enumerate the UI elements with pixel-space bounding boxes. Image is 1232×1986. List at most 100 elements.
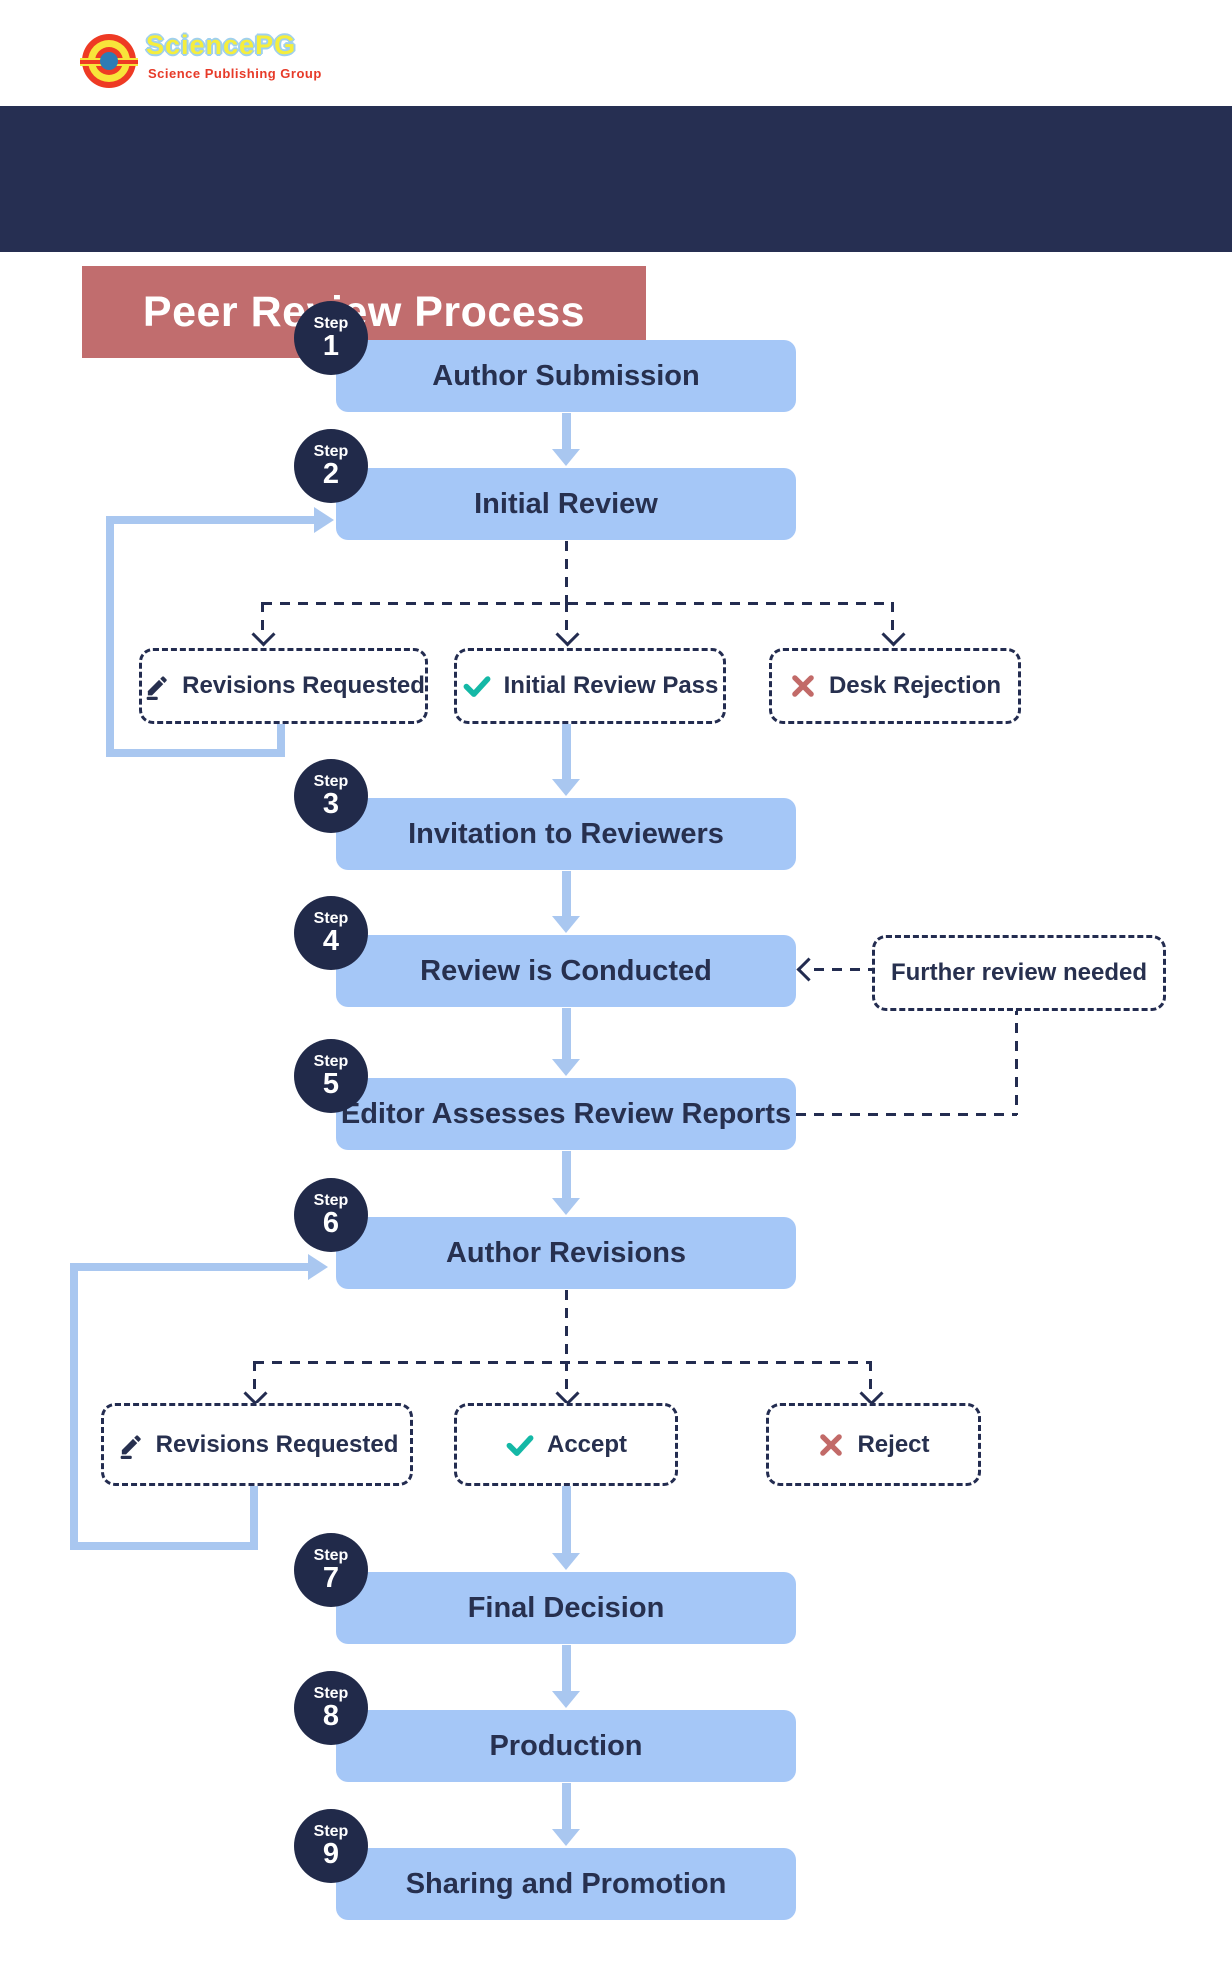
step-badge-2: Step 2: [294, 429, 368, 503]
step-title: Review is Conducted: [420, 954, 712, 987]
step-box-final-decision: Final Decision: [336, 1572, 796, 1644]
step-box-initial-review: Initial Review: [336, 468, 796, 540]
dashed-connector: [869, 1361, 872, 1391]
step-word: Step: [313, 1823, 349, 1840]
step-badge-3: Step 3: [294, 759, 368, 833]
step-number: 7: [322, 1562, 340, 1594]
step-box-sharing-and-promotion: Sharing and Promotion: [336, 1848, 796, 1920]
step-badge-4: Step 4: [294, 896, 368, 970]
arrow-step8-to-step9: [552, 1783, 580, 1846]
branch-label: Accept: [546, 1430, 628, 1458]
branch-label: Revisions Requested: [155, 1430, 399, 1458]
dashed-connector: [1015, 1005, 1018, 1115]
arrow-step7-to-step8: [552, 1645, 580, 1708]
step-title: Initial Review: [474, 487, 658, 520]
dashed-connector: [565, 1361, 568, 1391]
dashed-connector: [261, 602, 264, 632]
step-badge-6: Step 6: [294, 1178, 368, 1252]
arrowhead-down-icon: [555, 622, 580, 647]
branch-label: Revisions Requested: [182, 672, 425, 699]
loop1-segment: [106, 516, 114, 757]
dashed-connector: [565, 602, 568, 632]
step-title: Editor Assesses Review Reports: [340, 1097, 792, 1130]
arrow-step3-to-step4: [552, 871, 580, 933]
loop2-segment: [70, 1263, 78, 1550]
step-box-author-revisions: Author Revisions: [336, 1217, 796, 1289]
step-badge-9: Step 9: [294, 1809, 368, 1883]
step-word: Step: [313, 1547, 349, 1564]
dashed-connector: [796, 1113, 1017, 1116]
step-badge-5: Step 5: [294, 1039, 368, 1113]
check-icon: [462, 671, 492, 701]
branch-label: Desk Rejection: [828, 672, 1002, 699]
dashed-connector: [262, 602, 894, 605]
loop1-segment: [106, 516, 316, 524]
logo-tagline: Science Publishing Group: [148, 66, 322, 81]
branch-revisions-requested-1: Revisions Requested: [139, 648, 428, 724]
header: SciencePG Science Publishing Group: [0, 0, 1232, 106]
step-title: Production: [489, 1729, 643, 1762]
step-word: Step: [313, 910, 349, 927]
arrowhead-down-icon: [881, 622, 906, 647]
step-word: Step: [313, 1192, 349, 1209]
branch-reject: Reject: [766, 1403, 981, 1486]
note-label: Further review needed: [890, 959, 1148, 986]
step-box-review-is-conducted: Review is Conducted: [336, 935, 796, 1007]
check-icon: [505, 1430, 535, 1460]
branch-label: Reject: [857, 1430, 930, 1458]
x-icon: [817, 1431, 845, 1459]
branch-desk-rejection: Desk Rejection: [769, 648, 1021, 724]
arrow-step5-to-step6: [552, 1151, 580, 1215]
step-number: 1: [322, 330, 340, 362]
step-title: Author Submission: [432, 359, 700, 392]
loop2-segment: [70, 1542, 258, 1550]
branch-revisions-requested-2: Revisions Requested: [101, 1403, 413, 1486]
loop1-segment: [277, 719, 285, 757]
step-badge-1: Step 1: [294, 301, 368, 375]
step-number: 2: [322, 458, 340, 490]
branch-label: Initial Review Pass: [503, 672, 719, 699]
dashed-connector: [891, 602, 894, 632]
step-number: 5: [322, 1068, 340, 1100]
dashed-connector: [254, 1361, 872, 1364]
pencil-icon: [116, 1431, 144, 1459]
arrowhead-down-icon: [251, 622, 276, 647]
arrow-step1-to-step2: [552, 413, 580, 466]
step-number: 3: [322, 788, 340, 820]
loop2-segment: [250, 1481, 258, 1550]
step-word: Step: [313, 1685, 349, 1702]
arrowhead-down-icon: [555, 1381, 580, 1406]
step-box-production: Production: [336, 1710, 796, 1782]
arrowhead-left-icon: [796, 957, 821, 982]
step-word: Step: [313, 1053, 349, 1070]
step-title: Final Decision: [467, 1591, 665, 1624]
pencil-icon: [142, 672, 170, 700]
arrow-step4-to-step5: [552, 1008, 580, 1076]
step-box-author-submission: Author Submission: [336, 340, 796, 412]
loop2-arrowhead-icon: [308, 1254, 328, 1280]
arrowhead-down-icon: [859, 1381, 884, 1406]
loop1-arrowhead-icon: [314, 507, 334, 533]
step-title: Invitation to Reviewers: [408, 817, 724, 850]
dashed-connector: [253, 1361, 256, 1391]
logo-wordmark: SciencePG: [146, 30, 297, 60]
step-box-editor-assesses-review-reports: Editor Assesses Review Reports: [336, 1078, 796, 1150]
step-number: 4: [322, 925, 340, 957]
step-number: 6: [322, 1207, 340, 1239]
branch-initial-review-pass: Initial Review Pass: [454, 648, 726, 724]
step-badge-7: Step 7: [294, 1533, 368, 1607]
step-word: Step: [313, 773, 349, 790]
arrowhead-down-icon: [243, 1381, 268, 1406]
dashed-connector: [565, 541, 568, 602]
step-badge-8: Step 8: [294, 1671, 368, 1745]
note-further-review-needed: Further review needed: [872, 935, 1166, 1011]
step-box-invitation-to-reviewers: Invitation to Reviewers: [336, 798, 796, 870]
branch-accept: Accept: [454, 1403, 678, 1486]
step-title: Sharing and Promotion: [405, 1867, 727, 1900]
loop1-segment: [106, 749, 285, 757]
step-word: Step: [313, 315, 349, 332]
dashed-connector: [814, 968, 872, 971]
arrow-pass-to-step3: [552, 719, 580, 796]
step-word: Step: [313, 443, 349, 460]
